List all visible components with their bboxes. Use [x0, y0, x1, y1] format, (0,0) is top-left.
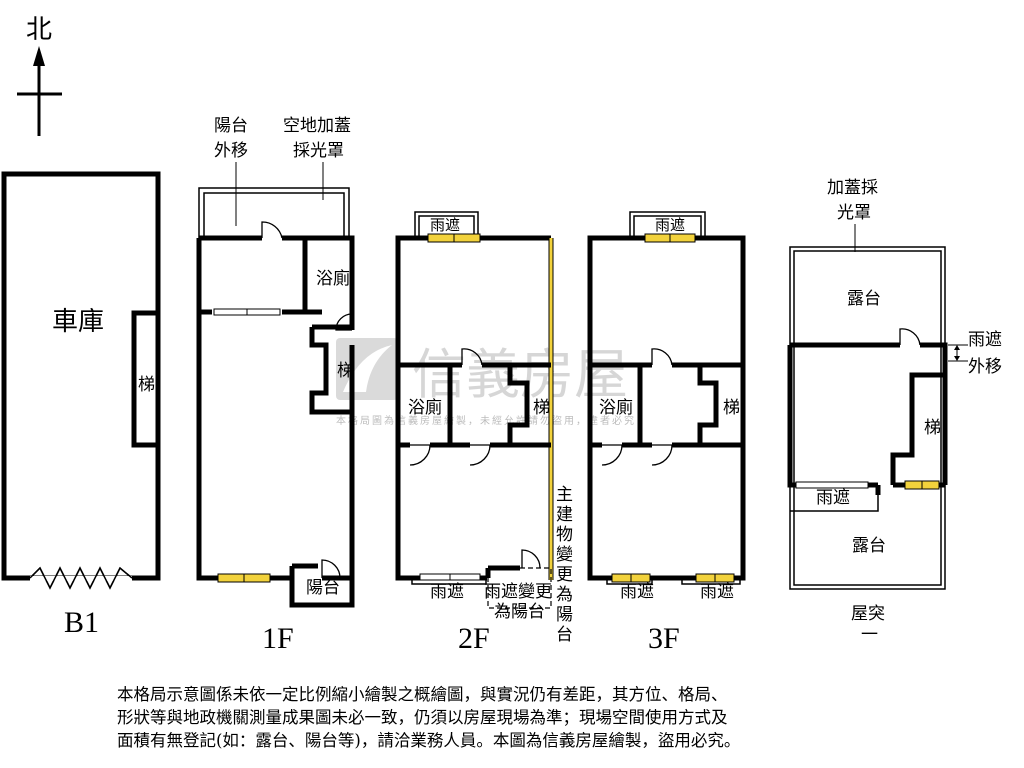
floor-b1: 車庫 梯 B1 — [1, 171, 161, 639]
3f-bath-label: 浴廁 — [599, 397, 633, 418]
b1-floor-label: B1 — [64, 606, 99, 639]
2f-floor-label: 2F — [458, 622, 490, 655]
b1-stair-label: 梯 — [138, 375, 155, 395]
garage-label: 車庫 — [52, 307, 104, 337]
1f-skylight-line2: 採光罩 — [293, 141, 344, 161]
disclaimer-note: 本格局示意圖係未依一定比例縮小繪製之概繪圖，與實況仍有差距，其方位、格局、 形狀… — [117, 683, 837, 752]
2f-bath-label: 浴廁 — [408, 397, 442, 418]
3f-stair-label: 梯 — [723, 398, 740, 418]
north-compass: 北 — [17, 15, 62, 136]
1f-balcony-moved-line2: 外移 — [214, 141, 248, 161]
1f-balcony-moved-line1: 陽台 — [214, 116, 248, 136]
watermark-notice: 本格局圖為信義房屋繪製，未經允許請勿盜用，違者必究 — [336, 414, 636, 427]
2f-canopy-changed-line1: 雨遮變更 — [484, 582, 552, 602]
floor-3f: 雨遮 浴廁 梯 雨遮 雨遮 3F — [587, 211, 746, 655]
roof-terrace-bottom-label: 露台 — [852, 536, 886, 556]
2f-canopy-changed-line2: 為陽台 — [494, 602, 545, 622]
1f-balcony-label: 陽台 — [306, 578, 340, 598]
roof-label-line2: 一 — [861, 625, 878, 645]
disclaimer-line-3: 面積有無登記(如：露台、陽台等)，請洽業務人員。本圖為信義房屋繪製，盜用必究。 — [117, 731, 741, 750]
3f-canopy-bottom-left-label: 雨遮 — [620, 582, 654, 602]
roof-label-line1: 屋突 — [851, 604, 885, 624]
2f-canopy-top-label: 雨遮 — [430, 216, 460, 234]
2f-stair-label: 梯 — [533, 398, 550, 418]
north-label: 北 — [26, 15, 52, 45]
floor-1f: 陽台 外移 空地加蓋 採光罩 浴廁 梯 陽台 1F — [196, 116, 355, 655]
roof-skylight-line2: 光罩 — [837, 203, 871, 223]
roof-canopy-moved-line2: 外移 — [968, 357, 1002, 377]
1f-floor-label: 1F — [262, 622, 294, 655]
2f-main-change-label: 主建物變更為陽台 — [552, 485, 573, 645]
3f-canopy-top-label: 雨遮 — [655, 216, 685, 234]
watermark-brand: 信義房屋 — [412, 343, 628, 406]
1f-bath-label: 浴廁 — [316, 268, 350, 289]
disclaimer-line-2: 形狀等與地政機關測量成果圖未必一致，仍須以房屋現場為準；現場空間使用方式及 — [117, 708, 728, 727]
north-arrow-icon — [33, 46, 45, 66]
2f-canopy-bottom-label: 雨遮 — [430, 582, 464, 602]
floor-roof: 加蓋採 光罩 露台 雨遮 外移 梯 雨遮 露台 屋突 一 — [787, 178, 1002, 645]
roof-stair-label: 梯 — [924, 418, 941, 438]
roof-canopy-moved-line1: 雨遮 — [968, 330, 1002, 350]
roof-canopy-label: 雨遮 — [816, 488, 850, 508]
roof-terrace-top-label: 露台 — [847, 289, 881, 309]
1f-stair-label: 梯 — [337, 361, 354, 381]
floor-2f: 雨遮 浴廁 梯 雨遮 雨遮變更 為陽台 主建物變更為陽台 2F — [395, 211, 573, 655]
1f-skylight-line1: 空地加蓋 — [283, 116, 351, 136]
3f-canopy-bottom-right-label: 雨遮 — [700, 582, 734, 602]
3f-floor-label: 3F — [648, 622, 680, 655]
disclaimer-line-1: 本格局示意圖係未依一定比例縮小繪製之概繪圖，與實況仍有差距，其方位、格局、 — [117, 685, 728, 704]
roof-skylight-line1: 加蓋採 — [827, 178, 878, 198]
